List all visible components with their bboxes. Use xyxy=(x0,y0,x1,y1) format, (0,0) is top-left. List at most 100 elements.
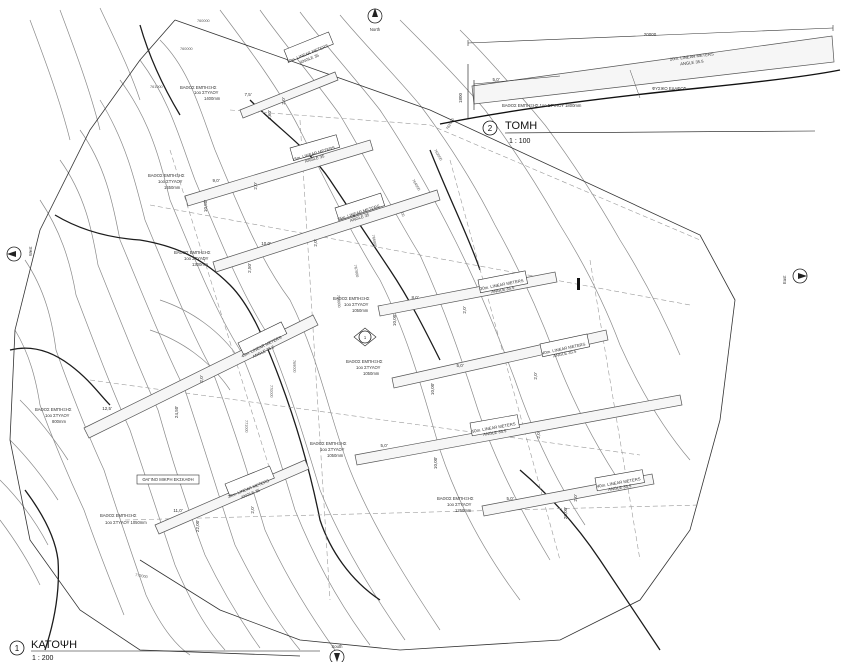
contour-label: 763000 xyxy=(433,149,443,162)
contour-label: 770000 xyxy=(269,385,273,398)
pile-depth-title: ΒΑΘΟΣ ΕΜΠΗΞΗΣ xyxy=(148,173,185,178)
contour-label: 762000 xyxy=(445,118,455,131)
plan-view-title: ΚΑΤΟΨΗ xyxy=(31,639,77,651)
pile-spacing: 11,0' xyxy=(173,508,182,513)
pile-depth-title: ΒΑΘΟΣ ΕΜΠΗΞΗΣ xyxy=(310,441,347,446)
compass-east: East xyxy=(782,268,808,284)
section-title-block: 2 ΤΟΜΗ 1 : 100 xyxy=(482,120,816,145)
property-boundary xyxy=(9,19,736,657)
pile-spacing: 12,5' xyxy=(102,406,112,411)
plan-view-number: 1 xyxy=(15,644,20,653)
pile-length-tag xyxy=(334,192,386,221)
pile-dim: 2,0' xyxy=(533,372,538,379)
pile-dim: 2,0' xyxy=(199,375,204,382)
pile-group: 40m. LINEAR METERS ANGLE 35.5 ΒΑΘΟΣ ΕΜΠΗ… xyxy=(346,329,609,395)
pile-depth-sub: 1oo ΣΤΥΛΟΥ xyxy=(356,365,381,370)
pile-strip xyxy=(212,189,441,273)
pile-depth-sub: 1oo ΣΤΥΛΟΥ xyxy=(320,447,345,452)
section-view: 20000 5,0' 1800 20m. LINEAR METERS ANGLE… xyxy=(439,25,841,125)
pile-spacing: 10,0' xyxy=(261,241,271,246)
pile-depth-value: 1450mm xyxy=(164,185,181,190)
pile-length-tag xyxy=(539,333,591,358)
pile-depth-sub: 1oo ΣΤΥΛΟΥ xyxy=(447,502,472,507)
section-length: 20000 xyxy=(644,32,657,37)
contour-label: 769000 xyxy=(292,360,296,373)
pile-group: 10m. LINEAR METERS ANGLE 35 ΒΑΘΟΣ ΕΜΠΗΞΗ… xyxy=(180,31,339,120)
pile-depth-sub: 1oo ΣΤΥΛΟΥ xyxy=(158,179,183,184)
pile-length-tag xyxy=(289,134,341,161)
pile-dim: 10,00' xyxy=(392,314,397,326)
pile-angle-label: ANGLE 35.5 xyxy=(608,483,633,492)
pile-length-tag xyxy=(469,414,520,437)
pile-dim: 10,00' xyxy=(430,383,435,395)
pile-depth-sub: 1oo ΣΤΥΛΟΥ xyxy=(344,302,369,307)
pile-angle-label: ANGLE 35.5 xyxy=(483,428,508,437)
pile-group: 40m. LINEAR METERS ANGLE 35.5 ΒΑΘΟΣ ΕΜΠΗ… xyxy=(35,314,319,439)
pile-depth-value: 1250mm xyxy=(455,508,472,513)
compass-south: South xyxy=(329,644,345,662)
contour-label: 761000 xyxy=(150,85,163,89)
pile-dim: 2,0' xyxy=(253,182,258,189)
pile-depth-value: 1050mm xyxy=(363,371,380,376)
pile-strip xyxy=(354,394,683,466)
excavation-note: ΘΑΓΙΝΟ ΜΙΚΡΗ ΕΚΣΚΑΦΗ xyxy=(142,477,193,482)
north-label: North xyxy=(370,27,381,32)
pile-length-tag xyxy=(224,465,275,497)
pile-depth-title: ΒΑΘΟΣ ΕΜΠΗΞΗΣ xyxy=(333,296,370,301)
pile-depth-value: 1400mm xyxy=(204,96,221,101)
pile-group: 15m. LINEAR METERS ANGLE 35 ΒΑΘΟΣ ΕΜΠΗΞΗ… xyxy=(148,134,374,212)
compass-west: West xyxy=(6,246,33,262)
pile-angle-label: ANGLE 35 xyxy=(349,212,370,223)
pile-depth-sub: 1oo ΣΤΥΛΟΥ 1050mm xyxy=(105,520,147,525)
pile-depth-title: ΒΑΘΟΣ ΕΜΠΗΞΗΣ xyxy=(180,85,217,90)
pile-dim: 4,60' xyxy=(267,110,272,120)
ground-line xyxy=(439,69,841,125)
pile-dim: 2,0' xyxy=(281,97,286,104)
section-strip-label: 20m. LINEAR METERS xyxy=(670,51,715,61)
contour-label: 768000 xyxy=(336,295,341,308)
pile-spacing: 5,0' xyxy=(380,443,387,448)
pile-group: 30m. LINEAR METERS ANGLE 35.5 ΒΑΘΟΣ ΕΜΠΗ… xyxy=(333,270,580,326)
pile-depth-title: ΒΑΘΟΣ ΕΜΠΗΞΗΣ xyxy=(437,496,474,501)
pile-spacing: 8,0' xyxy=(411,295,418,300)
pile-depth-value: 800mm xyxy=(52,419,66,424)
section-view-scale: 1 : 100 xyxy=(509,138,531,145)
pile-dim: 2,0' xyxy=(250,506,255,513)
section-dim-height: 1800 xyxy=(458,92,463,103)
contour-labels: 760000 760000 761000 762000 763000 76400… xyxy=(135,19,455,579)
excavation-note-box xyxy=(136,474,200,485)
pile-group: 20m. LINEAR METERS ANGLE 35 ΒΑΘΟΣ ΕΜΠΗΞΗ… xyxy=(100,459,310,535)
pile-strip xyxy=(239,71,339,119)
pile-length-tag xyxy=(237,321,288,356)
compass-north: North xyxy=(367,8,383,32)
pile-dim: 10,00' xyxy=(433,457,438,469)
contour-lines xyxy=(0,7,691,656)
pile-length-tag xyxy=(283,31,334,63)
section-view-title: ΤΟΜΗ xyxy=(505,120,537,132)
pile-spacing: 7,5' xyxy=(244,92,251,97)
pile-depth-title: ΒΑΘΟΣ ΕΜΠΗΞΗΣ xyxy=(35,407,72,412)
pile-dim: 2,0' xyxy=(573,494,578,501)
pile-angle-label: ANGLE 35.5 xyxy=(491,285,516,295)
pile-depth-sub: 1oo ΣΤΥΛΟΥ xyxy=(184,256,209,261)
pile-spacing: 5,0' xyxy=(456,363,463,368)
contour-label: 760000 xyxy=(180,47,193,51)
pile-angle-label: ANGLE 35 xyxy=(304,153,325,164)
section-strip xyxy=(471,35,835,105)
pile-dim: 22,00' xyxy=(195,520,200,532)
pile-dim: 2,50' xyxy=(247,263,252,273)
contour-label: 766000 xyxy=(371,234,377,247)
contour-label: 772000 xyxy=(135,573,148,579)
section-marker-num: 1 xyxy=(364,335,367,340)
pile-dim: 2,0' xyxy=(536,431,541,438)
section-ground-note: ΦΥΣΙΚΟ ΕΔΑΦΟΣ xyxy=(652,86,687,91)
pile-depth-sub: 1oo ΣΤΥΛΟΥ xyxy=(45,413,70,418)
contour-label: 771000 xyxy=(244,420,248,433)
pile-group: 40m. LINEAR METERS ANGLE 35.5 ΒΑΘΟΣ ΕΜΠΗ… xyxy=(437,469,655,519)
south-label: South xyxy=(332,644,344,649)
east-label: East xyxy=(782,275,787,284)
section-view-number: 2 xyxy=(488,124,493,133)
pile-depth-value: 1050mm xyxy=(352,308,369,313)
pile-dim: 24,50' xyxy=(174,406,179,418)
